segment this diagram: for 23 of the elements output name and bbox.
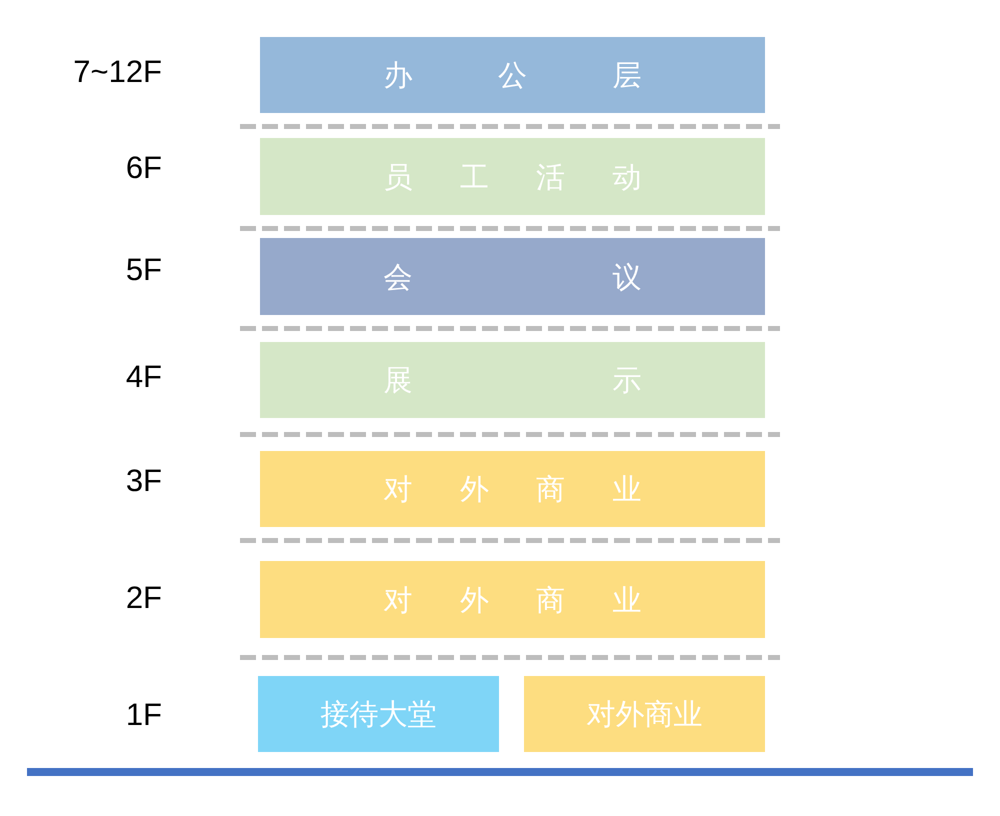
band-label: 对外商业 [586,696,702,732]
floor-band [258,676,499,752]
floor-band [524,676,765,752]
floor-band [260,238,765,315]
band-label: 员工活动 [384,158,642,194]
floor-label: 7~12F [73,54,162,90]
floor-label: 5F [126,252,162,288]
floor-label: 1F [126,697,162,733]
band-label: 对外商业 [384,471,642,507]
band-label: 对外商业 [384,582,642,618]
floor-label: 4F [126,359,162,395]
floor-label: 6F [126,150,162,186]
floor-band [260,37,765,113]
floor-band [260,342,765,418]
floor-band [260,138,765,215]
floor-band [260,451,765,527]
floor-label: 2F [126,580,162,616]
band-label: 会议 [384,258,642,294]
band-label: 展示 [384,362,642,398]
floor-band [260,561,765,638]
band-label: 接待大堂 [320,696,436,732]
floor-label: 3F [126,463,162,499]
band-label: 办公层 [384,57,642,93]
